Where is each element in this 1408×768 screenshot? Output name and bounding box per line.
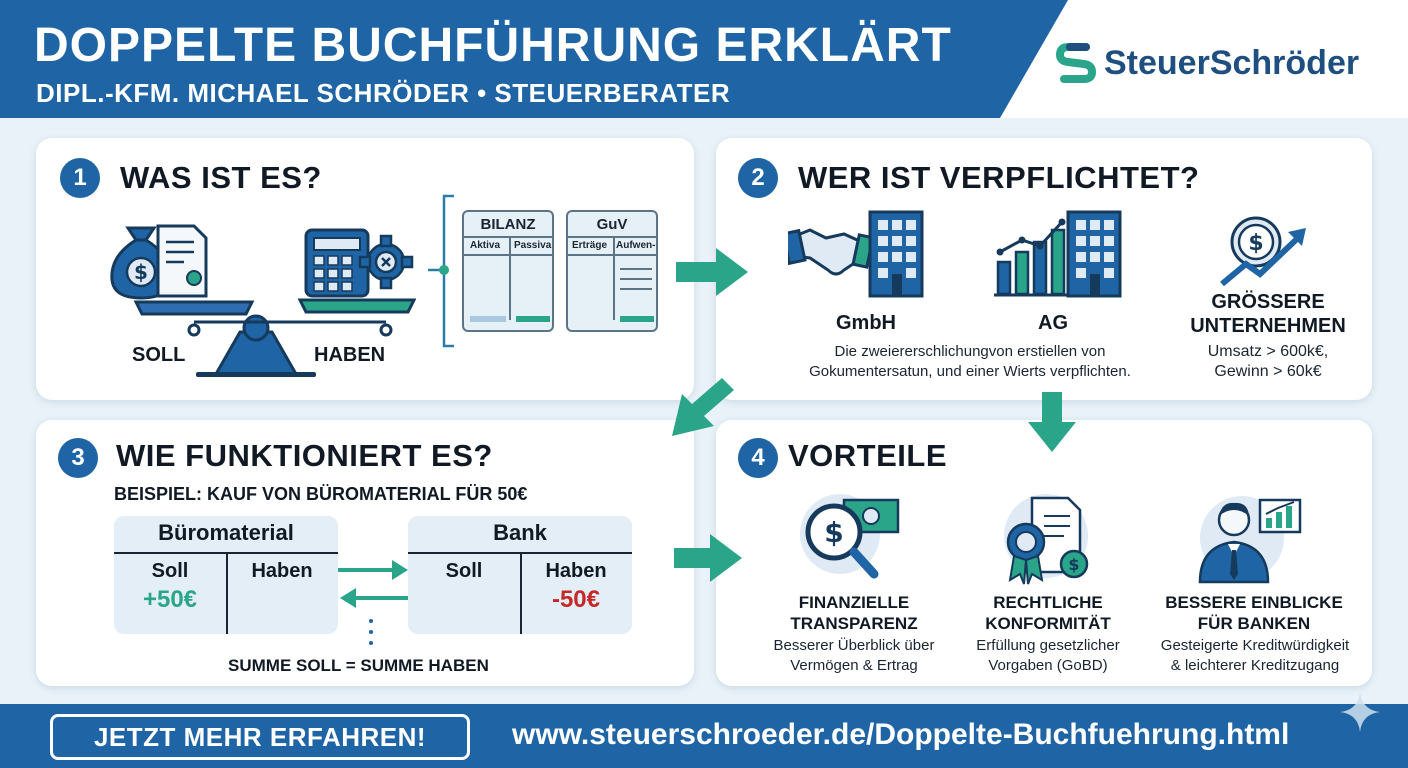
- benefit-desc-banks: Gesteigerte Kreditwürdigkeit & leichtere…: [1140, 636, 1370, 676]
- bank-haben-value: -50€: [551, 586, 601, 613]
- benefit-title-transparency: FINANZIELLE TRANSPARENZ: [754, 592, 954, 634]
- panel-title-benefits: VORTEILE: [788, 438, 948, 473]
- benefit-2-title-line2: KONFORMITÄT: [985, 614, 1111, 633]
- website-link[interactable]: www.steuerschroeder.de/Doppelte-Buchfueh…: [512, 718, 1290, 751]
- large-companies-title-line2: UNTERNEHMEN: [1190, 315, 1346, 337]
- example-caption: BEISPIEL: KAUF VON BÜROMATERIAL FÜR 50€: [114, 484, 528, 504]
- page-subtitle: DIPL.-KFM. MICHAEL SCHRÖDER • STEUERBERA…: [36, 78, 731, 108]
- account-title-bank: Bank: [493, 520, 547, 545]
- arrow-right-benefits-icon: [674, 534, 742, 582]
- ag-label: AG: [1038, 312, 1068, 334]
- benefit-title-banks: BESSERE EINBLICKE FÜR BANKEN: [1144, 592, 1364, 634]
- benefit-3-desc-line2: & leichterer Kreditzugang: [1170, 657, 1340, 674]
- benefit-2-desc-line1: Erfüllung gesetzlicher: [976, 637, 1120, 654]
- sparkle-icon: [1340, 692, 1380, 732]
- handshake-icon: [788, 228, 870, 276]
- obligation-description: Die zweiererschlichungvon erstiellen von…: [770, 342, 1170, 382]
- bilanz-col-passiva: Passiva: [514, 240, 552, 251]
- bueromaterial-soll-value: +50€: [142, 586, 198, 613]
- panel-title-how: WIE FUNKTIONIERT ES?: [116, 438, 493, 473]
- svg-text:$: $: [824, 516, 843, 549]
- dotted-connector: [369, 619, 373, 645]
- guv-card: GuV Erträge Aufwen-: [566, 210, 658, 332]
- t-account-bueromaterial: Büromaterial Soll Haben +50€: [114, 516, 338, 634]
- arrow-right-icon: [676, 248, 748, 296]
- panel-how-it-works: 3 WIE FUNKTIONIERT ES? BEISPIEL: KAUF VO…: [36, 420, 694, 686]
- growth-coin-icon: $: [1220, 216, 1306, 287]
- header-band: [0, 0, 1068, 118]
- benefit-1-desc-line1: Besserer Überblick über: [773, 637, 935, 654]
- bar-chart-icon: [994, 218, 1070, 297]
- brand-name: SteuerSchröder: [1104, 43, 1360, 82]
- panel-who-is-obliged: 2 WER IST VERPFLICHTET? GmbH: [716, 138, 1372, 400]
- arrow-down-left-icon: [672, 378, 734, 436]
- panel-title-what: WAS IST ES?: [120, 160, 322, 195]
- arrow-down-icon: [1028, 392, 1076, 452]
- benefit-3-title-line2: FÜR BANKEN: [1197, 614, 1311, 633]
- bank-soll-header: Soll: [445, 560, 483, 582]
- booking-arrows: [338, 560, 408, 608]
- step-number-4: 4: [738, 438, 778, 478]
- sum-rule: SUMME SOLL = SUMME HABEN: [228, 656, 489, 675]
- soll-label: SOLL: [132, 344, 186, 366]
- brand-s-icon: [1056, 43, 1096, 83]
- bilanz-title: BILANZ: [480, 216, 536, 233]
- account-title-bueromaterial: Büromaterial: [158, 520, 294, 545]
- benefit-2-title-line1: RECHTLICHE: [993, 593, 1103, 612]
- large-companies-title: GRÖSSERE UNTERNEHMEN: [1168, 290, 1368, 338]
- step-number-1: 1: [60, 158, 100, 198]
- benefit-1-title-line1: FINANZIELLE: [798, 593, 910, 612]
- page-title: DOPPELTE BUCHFÜHRUNG ERKLÄRT: [34, 19, 952, 72]
- benefit-1-desc-line2: Vermögen & Ertrag: [790, 657, 918, 674]
- gear-icon: [358, 234, 414, 290]
- obligation-description-line2: Gokumentersatun, und einer Wierts verpfl…: [809, 363, 1131, 380]
- benefit-desc-compliance: Erfüllung gesetzlicher Vorgaben (GoBD): [938, 636, 1158, 676]
- obligation-description-line1: Die zweiererschlichungvon erstiellen von: [834, 343, 1106, 360]
- panel-title-who: WER IST VERPFLICHTET?: [798, 160, 1200, 195]
- cta-button[interactable]: JETZT MEHR ERFAHREN!: [50, 714, 470, 760]
- benefit-2-desc-line2: Vorgaben (GoBD): [988, 657, 1108, 674]
- benefit-title-compliance: RECHTLICHE KONFORMITÄT: [948, 592, 1148, 634]
- guv-col-aufwendungen: Aufwen-: [616, 240, 656, 251]
- certificate-icon: $: [1004, 494, 1089, 585]
- scale-icon: [133, 298, 416, 377]
- bilanz-card: BILANZ Aktiva Passiva: [462, 210, 554, 332]
- threshold-profit: Gewinn > 60k€: [1214, 363, 1322, 380]
- money-bag-icon: $: [110, 226, 172, 300]
- bracket-connector: [428, 194, 454, 348]
- document-icon: [156, 224, 208, 298]
- threshold-revenue: Umsatz > 600k€,: [1207, 343, 1329, 360]
- office-building-icon: [1066, 210, 1122, 298]
- panel-what-is-it: 1 WAS IST ES? $: [36, 138, 694, 400]
- step-number-2: 2: [738, 158, 778, 198]
- large-companies-thresholds: Umsatz > 600k€, Gewinn > 60k€: [1168, 342, 1368, 382]
- guv-title: GuV: [596, 216, 628, 233]
- magnifier-dollar-icon: $: [800, 494, 900, 579]
- benefit-1-title-line2: TRANSPARENZ: [790, 614, 918, 633]
- brand-logo-link[interactable]: SteuerSchröder: [1056, 38, 1359, 88]
- bank-haben-header: Haben: [545, 560, 607, 582]
- step-number-3: 3: [58, 438, 98, 478]
- benefit-3-title-line1: BESSERE EINBLICKE: [1165, 593, 1343, 612]
- svg-text:$: $: [1248, 231, 1263, 256]
- building-icon: [868, 210, 924, 298]
- panel-benefits: 4 VORTEILE $ FINANZIELLE TRANSPARENZ Bes…: [716, 420, 1372, 686]
- svg-text:$: $: [1068, 555, 1079, 574]
- bueromaterial-haben-header: Haben: [251, 560, 313, 582]
- guv-col-ertraege: Erträge: [572, 240, 608, 251]
- t-account-bank: Bank Soll Haben -50€: [408, 516, 632, 634]
- large-companies-title-line1: GRÖSSERE: [1211, 291, 1325, 313]
- bueromaterial-soll-header: Soll: [151, 560, 189, 582]
- header: DOPPELTE BUCHFÜHRUNG ERKLÄRT DIPL.-KFM. …: [0, 0, 1408, 118]
- benefit-desc-transparency: Besserer Überblick über Vermögen & Ertra…: [744, 636, 964, 676]
- svg-text:$: $: [134, 260, 148, 284]
- footer: JETZT MEHR ERFAHREN! www.steuerschroeder…: [0, 692, 1408, 768]
- haben-label: HABEN: [314, 344, 386, 366]
- bilanz-col-aktiva: Aktiva: [470, 240, 501, 251]
- businessman-chart-icon: [1198, 496, 1302, 584]
- gmbh-label: GmbH: [836, 312, 896, 334]
- benefit-3-desc-line1: Gesteigerte Kreditwürdigkeit: [1160, 637, 1350, 654]
